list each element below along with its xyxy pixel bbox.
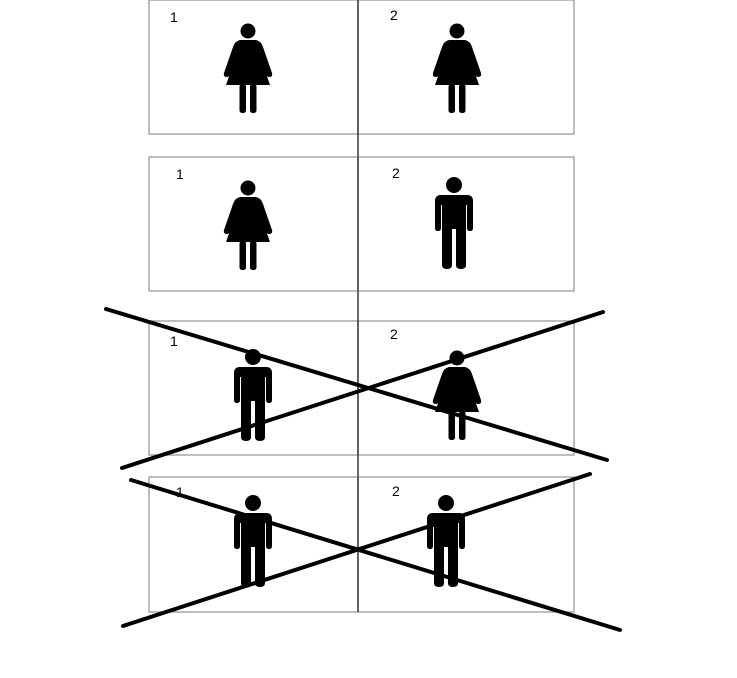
cell-number-label: 2: [392, 165, 400, 181]
cross-out-line: [120, 310, 605, 470]
cell-number-label: 1: [170, 333, 178, 349]
cell-number-label: 2: [390, 326, 398, 342]
cell-number-label: 1: [176, 484, 184, 500]
cross-out-line: [104, 307, 609, 462]
cell-number-label: 2: [392, 483, 400, 499]
cell-number-label: 1: [170, 9, 178, 25]
cell-box: [357, 476, 575, 613]
cell-number-label: 1: [176, 166, 184, 182]
cross-out-line: [121, 472, 592, 628]
cross-out-line: [129, 478, 622, 632]
cell-number-label: 2: [390, 7, 398, 23]
